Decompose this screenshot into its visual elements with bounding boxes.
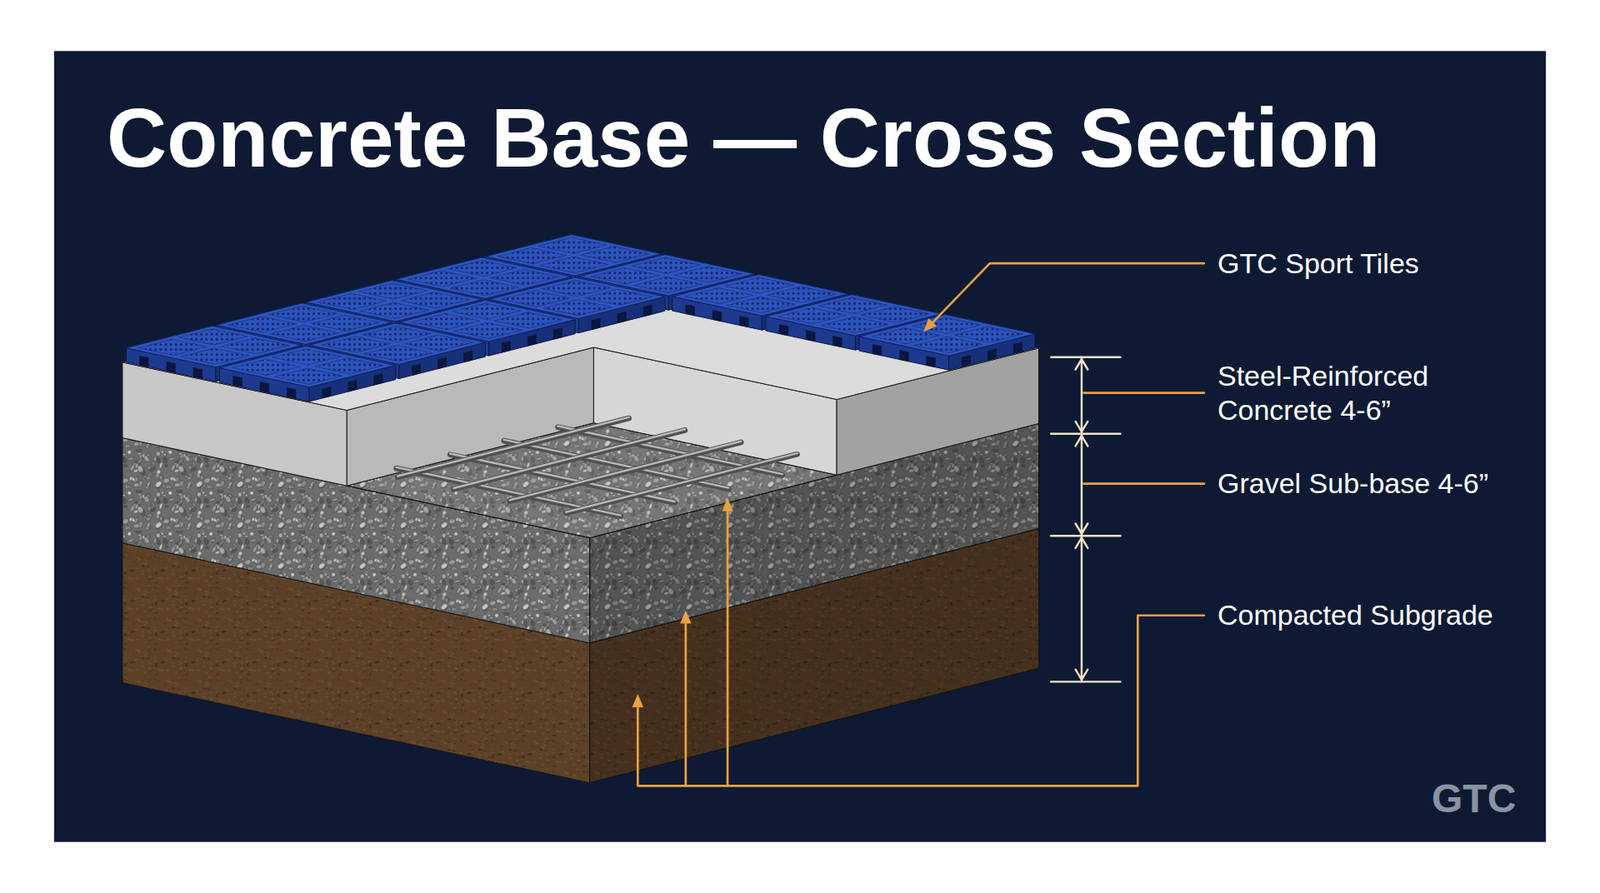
leader-line <box>932 263 1205 323</box>
tile-perforation <box>633 276 702 293</box>
tile-perforation <box>913 336 982 353</box>
leader-line <box>637 615 1205 787</box>
dimension-arrowhead <box>1075 670 1089 680</box>
leader-line <box>685 620 688 786</box>
leader-arrowhead <box>923 318 937 332</box>
tile-perforation <box>540 256 609 273</box>
layer-label: GTC Sport Tiles <box>1217 246 1420 281</box>
tile-slot <box>374 374 383 386</box>
tile-slot <box>501 340 510 353</box>
tile-slot <box>411 364 420 376</box>
tile-perforation <box>954 326 1023 343</box>
layer-label: Gravel Sub-base 4-6” <box>1217 466 1489 501</box>
leader-arrowhead <box>721 498 733 512</box>
tile-slot <box>553 328 562 340</box>
leader-arrowhead <box>632 694 644 708</box>
tile-perforation <box>820 316 889 333</box>
diagram-title: Concrete Base — Cross Section <box>106 95 1380 180</box>
tile-perforation <box>543 300 612 316</box>
dimension-tick <box>1050 680 1120 683</box>
tile-slot <box>643 305 652 317</box>
tile-slot <box>591 318 600 330</box>
concrete-left-face <box>122 362 347 486</box>
tile-slot <box>961 355 970 368</box>
rebar-highlight <box>397 417 629 477</box>
tile-perforation <box>400 292 470 309</box>
tile-slot <box>1013 342 1022 355</box>
tile-perforation <box>674 266 743 283</box>
tile-slot <box>233 375 243 387</box>
background-panel <box>54 50 1546 842</box>
tile-slot <box>833 335 843 347</box>
tile-perforation <box>584 289 653 305</box>
tile-slot <box>872 345 882 356</box>
leader-arrowhead <box>680 610 691 625</box>
tile-slot <box>739 315 749 327</box>
tile-slot <box>779 325 789 336</box>
dimension-arrowhead <box>1075 538 1089 549</box>
tile-slot <box>926 355 936 367</box>
dimension-arrowhead <box>1075 523 1089 534</box>
dimension-tick <box>1050 535 1120 537</box>
tile-slot <box>464 350 473 363</box>
tile-perforation <box>274 368 343 385</box>
tile-slot <box>348 380 357 392</box>
rebar-highlight <box>453 429 685 489</box>
tile-slot <box>527 334 536 346</box>
tile-top <box>859 315 1035 356</box>
tile-perforation <box>450 280 519 296</box>
tile-perforation <box>767 286 836 303</box>
tile-slot <box>322 386 331 399</box>
tile-slot <box>140 355 150 367</box>
tile-perforation <box>726 296 795 313</box>
rebar-highlight <box>510 441 741 501</box>
dimension-arrowhead <box>1075 421 1089 432</box>
layer-label: Steel-Reinforced Concrete 4-6” <box>1217 359 1485 428</box>
watermark: GTC <box>1431 779 1516 820</box>
rebar-highlight <box>565 453 797 513</box>
tile-perforation <box>580 246 649 263</box>
tile-perforation <box>315 358 384 375</box>
tile-slot <box>166 361 176 373</box>
dimension-arrowhead <box>1075 359 1089 370</box>
dimension-arrowhead <box>1075 435 1089 446</box>
tile-top <box>220 345 396 387</box>
leader-line <box>726 508 730 786</box>
leader-line <box>1083 391 1204 395</box>
tile-slot <box>260 381 270 393</box>
dimension-line <box>1080 357 1083 683</box>
tile-perforation <box>364 345 433 362</box>
tile-perforation <box>860 306 930 323</box>
tile-perforation <box>490 269 560 285</box>
tile-slot <box>286 387 296 399</box>
tile-slot <box>900 350 910 361</box>
layer-label: Compacted Subgrade <box>1217 598 1494 633</box>
tile-slot <box>987 349 996 361</box>
tile-perforation <box>494 312 563 329</box>
dimension-tick <box>1050 356 1120 359</box>
leader-line <box>1083 482 1204 485</box>
tile-perforation <box>404 335 473 351</box>
tile-perforation <box>180 348 250 365</box>
tile-perforation <box>310 315 380 331</box>
tile-perforation <box>360 302 429 319</box>
tile-perforation <box>453 322 522 339</box>
dimension-tick <box>1050 432 1120 435</box>
tile-slot <box>617 311 626 324</box>
tile-perforation <box>270 325 339 342</box>
tile-slot <box>685 305 695 316</box>
tile-slot <box>805 330 815 341</box>
tile-slot <box>712 310 722 321</box>
tile-slot <box>437 357 446 370</box>
tile-slot <box>193 367 203 379</box>
tile-perforation <box>220 338 290 355</box>
